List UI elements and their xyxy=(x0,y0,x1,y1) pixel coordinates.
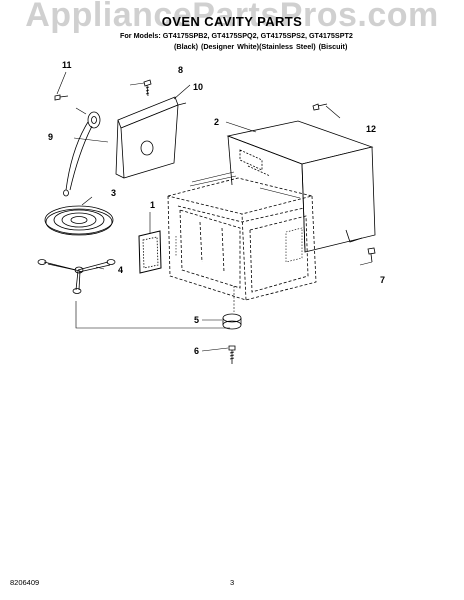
waveguide-cover xyxy=(138,230,162,274)
callout-11: 11 xyxy=(62,60,72,70)
mounting-bracket xyxy=(115,96,187,179)
page-number: 3 xyxy=(230,578,235,587)
cabinet-wrapper xyxy=(226,120,376,253)
page-title: OVEN CAVITY PARTS xyxy=(161,14,303,29)
screw-8 xyxy=(143,79,152,97)
oven-cavity xyxy=(167,177,317,301)
callout-2: 2 xyxy=(214,117,219,127)
leader-lines xyxy=(56,71,373,352)
callout-6: 6 xyxy=(194,346,199,356)
callout-8: 8 xyxy=(178,65,183,75)
turntable-tray xyxy=(44,205,114,236)
screw-7 xyxy=(367,247,376,263)
roller-support xyxy=(37,259,116,294)
foot xyxy=(222,313,242,330)
callout-4: 4 xyxy=(118,265,123,275)
screw-11 xyxy=(54,94,69,101)
finishes-line: (Black) (Designer White)(Stainless Steel… xyxy=(174,42,348,51)
document-number: 8206409 xyxy=(10,578,40,587)
callout-7: 7 xyxy=(380,275,385,285)
callout-10: 10 xyxy=(193,82,203,92)
callout-5: 5 xyxy=(194,315,199,325)
models-line: For Models: GT4175SPB2, GT4175SPQ2, GT41… xyxy=(120,31,353,40)
cavity-vents xyxy=(175,171,303,263)
callout-1: 1 xyxy=(150,200,155,210)
turntable-motor xyxy=(63,111,101,197)
callout-12: 12 xyxy=(366,124,376,134)
callout-9: 9 xyxy=(48,132,53,142)
callout-3: 3 xyxy=(111,188,116,198)
screw-12 xyxy=(312,103,328,111)
screw-6 xyxy=(228,345,236,364)
